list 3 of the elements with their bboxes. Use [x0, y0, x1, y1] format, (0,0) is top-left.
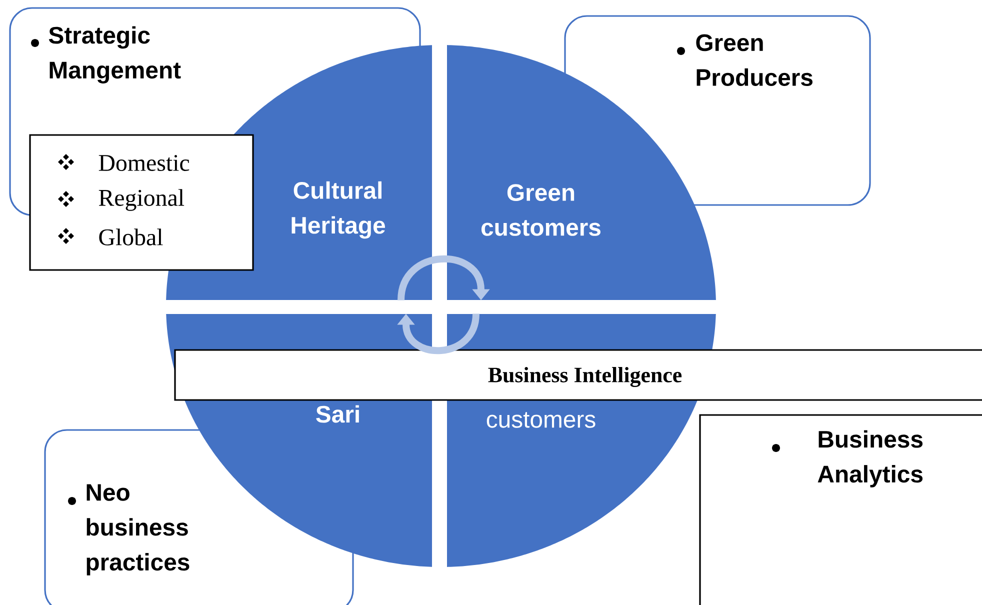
banner-box: Business Intelligence — [174, 349, 982, 401]
text-box: Business Analytics — [699, 414, 982, 605]
list-box: Domestic Regional Global — [29, 134, 254, 271]
